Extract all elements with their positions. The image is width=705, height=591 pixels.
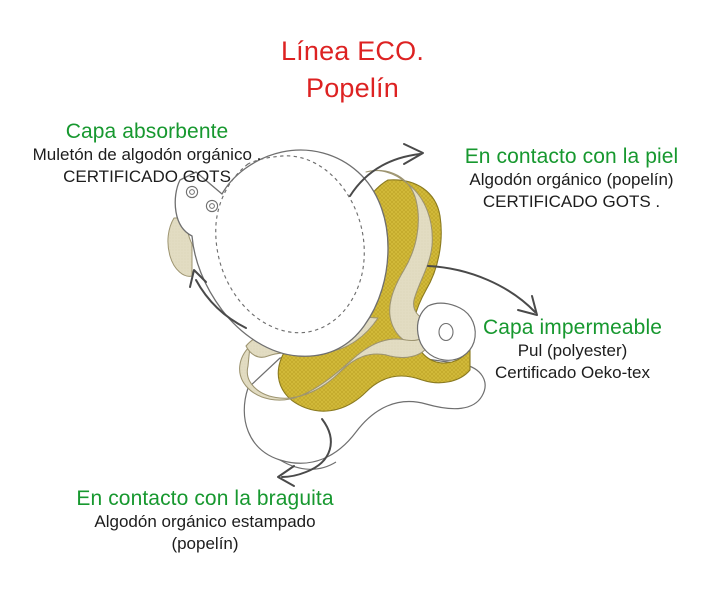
- label-impermeable-heading: Capa impermeable: [482, 316, 663, 339]
- label-en-contacto-con-la-piel: En contacto con la piel Algodón orgánico…: [438, 145, 705, 212]
- page-title: Línea ECO. Popelín: [0, 36, 705, 105]
- label-en-contacto-con-la-braguita: En contacto con la braguita Algodón orgá…: [50, 487, 360, 554]
- label-absorbente-line-1: Muletón de algodón orgánico .: [32, 144, 262, 164]
- label-absorbente-line-2: CERTIFICADO GOTS: [63, 166, 231, 186]
- label-capa-impermeable: Capa impermeable Pul (polyester) Certifi…: [440, 316, 705, 383]
- label-braguita-line-1: Algodón orgánico estampado: [94, 511, 316, 531]
- label-braguita-heading: En contacto con la braguita: [76, 487, 334, 510]
- label-absorbente-heading: Capa absorbente: [65, 120, 229, 143]
- title-line-1: Línea ECO.: [280, 36, 425, 66]
- layer-top-skin-right-flap: [416, 302, 476, 361]
- label-capa-absorbente: Capa absorbente Muletón de algodón orgán…: [12, 120, 282, 187]
- label-piel-line-1: Algodón orgánico (popelín): [469, 169, 674, 189]
- title-line-2: Popelín: [306, 72, 399, 103]
- label-braguita-line-2: (popelín): [171, 533, 239, 553]
- label-impermeable-line-1: Pul (polyester): [517, 340, 628, 360]
- label-piel-line-2: CERTIFICADO GOTS .: [482, 191, 661, 211]
- label-impermeable-line-2: Certificado Oeko-tex: [495, 362, 650, 382]
- label-piel-heading: En contacto con la piel: [464, 145, 679, 168]
